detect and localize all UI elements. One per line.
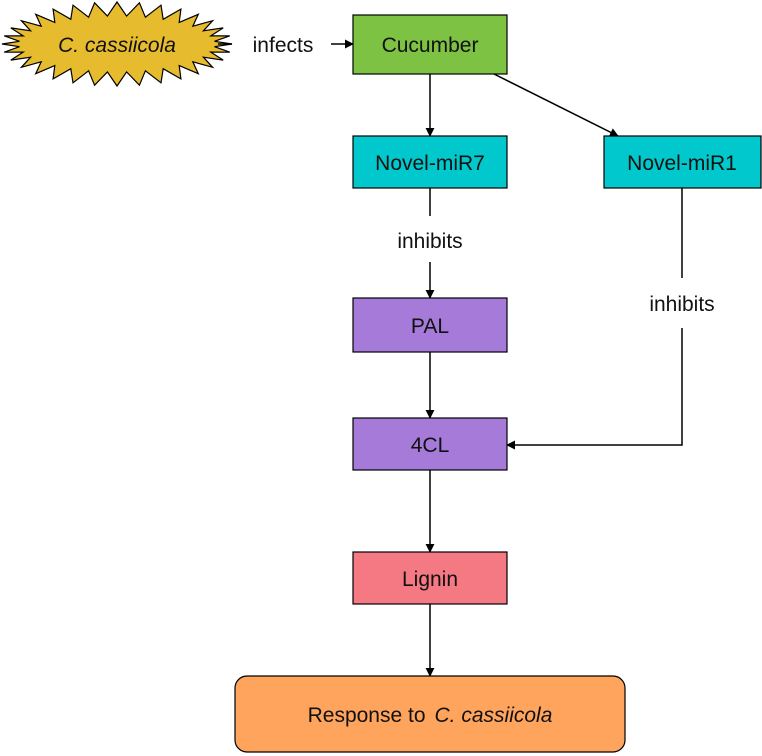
novel-mir1-node: Novel-miR1 [603, 135, 762, 189]
lignin-node: Lignin [352, 551, 508, 605]
cucumber-box [352, 14, 508, 75]
pal-label: PAL [411, 315, 449, 338]
pathogen-label: C. cassiicola [58, 34, 176, 57]
pal-box [352, 297, 508, 353]
cucumber-node: Cucumber [352, 14, 508, 75]
infects-label: infects [253, 34, 314, 57]
cucumber-to-mir1-arrow [493, 73, 619, 137]
response-label-organism: C. cassiicola [435, 704, 553, 727]
mir1-inhibits-arrow [506, 328, 683, 450]
response-label: Response to C. cassiicola [308, 704, 553, 727]
mir1-inhibits-label: inhibits [649, 293, 714, 316]
response-box [234, 675, 626, 753]
pathogen-starburst-shape [1, 0, 233, 88]
novel-mir7-node: Novel-miR7 [352, 135, 508, 189]
novel-mir1-box [603, 135, 762, 189]
novel-mir1-label: Novel-miR1 [627, 152, 737, 175]
novel-mir7-label: Novel-miR7 [375, 152, 485, 175]
pathogen-node: C. cassiicola [1, 0, 233, 88]
mir7-inhibits-label: inhibits [397, 230, 462, 253]
response-node: Response to C. cassiicola [234, 675, 626, 753]
4cl-node: 4CL [352, 417, 508, 471]
4cl-label: 4CL [411, 434, 450, 457]
novel-mir7-box [352, 135, 508, 189]
cucumber-label: Cucumber [382, 34, 479, 57]
4cl-box [352, 417, 508, 471]
lignin-label: Lignin [402, 568, 458, 591]
pal-node: PAL [352, 297, 508, 353]
response-label-prefix: Response to [308, 704, 426, 727]
